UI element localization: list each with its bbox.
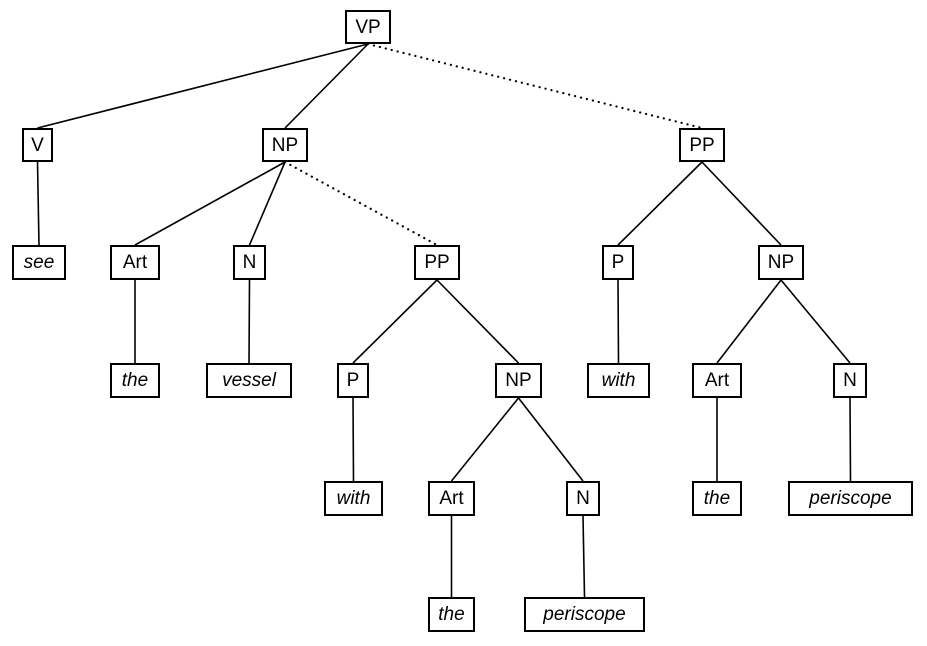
tree-leaf-the1[interactable]: the: [110, 363, 160, 398]
tree-leaf-see[interactable]: see: [12, 245, 66, 280]
tree-edge-pp_low-to-np_low: [436, 279, 520, 364]
tree-node-v[interactable]: V: [22, 128, 53, 162]
tree-edge-np_high-to-n_high: [780, 279, 851, 364]
tree-node-np_low[interactable]: NP: [495, 363, 542, 398]
tree-node-p_high[interactable]: P: [602, 245, 634, 280]
tree-leaf-vessel[interactable]: vessel: [206, 363, 292, 398]
tree-node-art_high[interactable]: Art: [692, 363, 742, 398]
tree-node-art_low[interactable]: Art: [428, 481, 475, 516]
tree-node-vp[interactable]: VP: [345, 10, 391, 44]
tree-edge-n1-to-vessel: [248, 279, 251, 364]
tree-edge-vp-to-v: [37, 43, 369, 129]
tree-edge-np_low-to-art_low: [450, 397, 520, 482]
tree-edge-n_low-to-peri_low: [582, 515, 586, 598]
tree-node-pp_low[interactable]: PP: [414, 245, 460, 280]
tree-leaf-peri_low[interactable]: periscope: [524, 597, 645, 632]
tree-edge-n_high-to-peri_high: [849, 397, 852, 482]
tree-leaf-the_low[interactable]: the: [428, 597, 475, 632]
tree-node-np1[interactable]: NP: [262, 128, 308, 162]
tree-edge-np1-to-n1: [248, 161, 286, 246]
tree-node-pp_high[interactable]: PP: [679, 128, 725, 162]
tree-node-n_low[interactable]: N: [566, 481, 600, 516]
tree-edge-np_low-to-n_low: [517, 397, 584, 482]
tree-node-np_high[interactable]: NP: [758, 245, 804, 280]
tree-leaf-with_high[interactable]: with: [587, 363, 650, 398]
tree-leaf-the_high[interactable]: the: [692, 481, 742, 516]
tree-edge-vp-to-pp_high: [366, 42, 704, 130]
tree-leaf-peri_high[interactable]: periscope: [788, 481, 913, 516]
tree-node-n_high[interactable]: N: [833, 363, 867, 398]
tree-edge-pp_high-to-p_high: [617, 161, 703, 246]
tree-node-art1[interactable]: Art: [110, 245, 160, 280]
tree-edge-vp-to-np1: [284, 43, 369, 129]
tree-edge-np1-to-art1: [134, 161, 286, 246]
tree-edge-np1-to-pp_low: [283, 160, 439, 247]
tree-edge-p_low-to-with_low: [352, 397, 355, 482]
tree-leaf-with_low[interactable]: with: [324, 481, 383, 516]
tree-edge-np_high-to-art_high: [716, 279, 782, 364]
tree-edge-pp_high-to-np_high: [701, 161, 782, 246]
tree-node-n1[interactable]: N: [233, 245, 266, 280]
tree-edge-v-to-see: [36, 161, 40, 246]
tree-edge-pp_low-to-p_low: [352, 279, 438, 364]
tree-node-p_low[interactable]: P: [337, 363, 369, 398]
tree-edge-p_high-to-with_high: [617, 279, 620, 364]
